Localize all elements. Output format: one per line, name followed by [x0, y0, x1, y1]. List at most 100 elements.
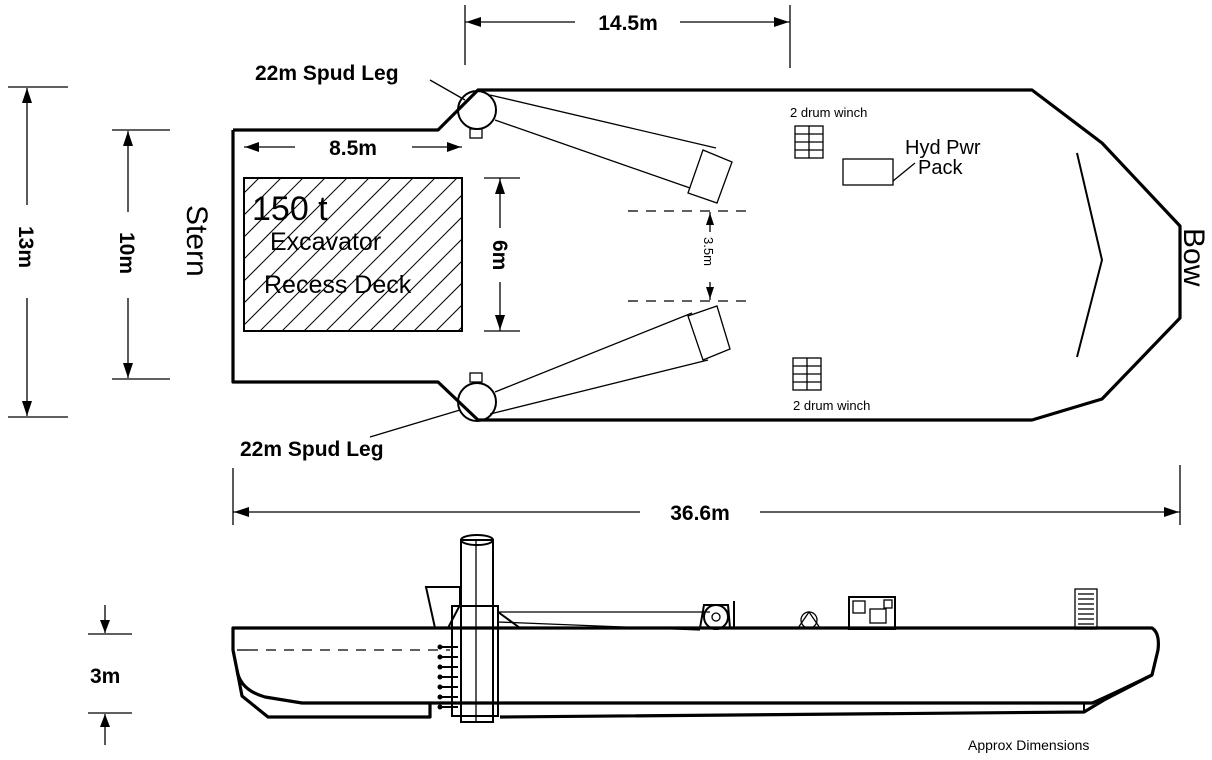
recess-hatch-line [244, 178, 326, 260]
recess-deck-label: Recess Deck [264, 271, 412, 299]
spud-leg-bottom-circle [457, 382, 497, 422]
side-spud-leg-top [460, 534, 494, 546]
recess-hatch-line [457, 326, 462, 331]
side-winch-frame [699, 604, 731, 629]
dim-6-arrow-bottom [495, 315, 505, 330]
recess-hatch-line [244, 178, 348, 282]
bow-label: Bow [1177, 228, 1210, 287]
bow-marking [1076, 152, 1104, 358]
stern-label: Stern [180, 205, 213, 277]
plan-view: 22m Spud Leg 22m Spud Leg 150 t Excavato… [84, 62, 1210, 461]
side-winch-drum [703, 604, 729, 630]
side-winch-hub [711, 612, 721, 622]
spud-rung-end [437, 694, 443, 700]
upper-arm-line-b [494, 119, 691, 189]
recess-hatch-line [435, 304, 462, 331]
spud-leg-top-leader [429, 79, 466, 101]
spud-rung-end [437, 704, 443, 710]
dim-3-arrow-top [100, 620, 110, 633]
dim-6-label: 6m [488, 240, 511, 270]
excavator-label: Excavator [270, 228, 381, 256]
side-bow-stack-lines [1078, 593, 1094, 625]
spud-rung-end [437, 644, 443, 650]
spud-rung-end [437, 654, 443, 660]
dim-3-label: 3m [90, 665, 120, 688]
recess-hatch-line [325, 194, 462, 331]
side-power-pack [848, 596, 896, 630]
dim-8-5-arrow-right [447, 142, 461, 152]
spud-rung-end [437, 684, 443, 690]
dim-14-5-label: 14.5m [598, 12, 658, 35]
dim-36-6-label: 36.6m [670, 502, 730, 525]
dim-36-6-arrow-right [1164, 507, 1179, 517]
dim-3-5-arrow-bottom [706, 287, 714, 299]
recess-hatch-line [244, 178, 370, 304]
dim-10-label: 10m [115, 232, 138, 274]
spud-leg-bottom-label: 22m Spud Leg [240, 438, 384, 461]
recess-hatch-line [259, 178, 414, 331]
side-spud-leg [460, 539, 494, 723]
dim-14-5-arrow-right [774, 17, 789, 27]
side-power-pack-part-a [852, 600, 866, 614]
side-hull-outline [231, 626, 1160, 705]
side-bow-stack [1074, 588, 1098, 630]
dim-13-arrow-bottom [22, 401, 32, 416]
dim-13-label: 13m [14, 226, 37, 268]
winch-bottom-label: 2 drum winch [793, 398, 870, 413]
dim-8-5-label: 8.5m [329, 137, 377, 160]
plan-hull-outline [231, 88, 1182, 422]
side-keel-fwd [499, 673, 1153, 719]
side-power-pack-part-b [869, 608, 887, 624]
side-arm-bottom [497, 621, 701, 631]
recess-hatch-line [369, 238, 462, 331]
winch-top-label: 2 drum winch [790, 105, 867, 120]
recess-hatch-line [347, 216, 462, 331]
recess-deck-area [84, 177, 463, 332]
side-spud-guide [451, 605, 499, 717]
dim-14-5-arrow-left [466, 17, 481, 27]
side-keel-aft [235, 669, 432, 719]
recess-deck-outline [243, 177, 463, 332]
dim-10-arrow-bottom [123, 363, 133, 378]
pack-label: Pack [918, 157, 963, 179]
side-view [231, 534, 1160, 723]
dim-6-arrow-top [495, 179, 505, 194]
spud-rung-end [437, 674, 443, 680]
lower-arm-line-a [494, 312, 693, 393]
spud-leg-top-circle [457, 90, 497, 130]
dim-3-arrow-bottom [100, 714, 110, 727]
upper-arm-line-a [489, 94, 717, 149]
spud-leg-top-bracket [469, 128, 483, 139]
recess-hatch-line [244, 178, 282, 216]
recess-hatch-line [84, 178, 237, 331]
dim-36-6-arrow-left [234, 507, 249, 517]
winch-bottom-icon [792, 357, 822, 391]
hyd-power-pack-box [842, 158, 894, 186]
spud-leg-bottom-bracket [469, 372, 483, 383]
hyd-power-pack-leader [892, 162, 916, 182]
recess-hatch-line [413, 282, 462, 331]
excavator-guide [424, 586, 461, 629]
approx-dimensions-note: Approx Dimensions [968, 737, 1089, 753]
dimensions: 14.5m 8.5m 6m 3.5m 13m [8, 5, 1181, 745]
dim-8-5-arrow-left [245, 142, 259, 152]
spud-leg-top-label: 22m Spud Leg [255, 62, 399, 85]
dim-13-arrow-top [22, 88, 32, 103]
spud-leg-bottom-leader [369, 409, 461, 438]
side-arm-brace [497, 611, 521, 629]
hyd-pwr-label: Hyd Pwr [905, 137, 981, 159]
side-bollard-base [797, 610, 821, 629]
recess-hatch-line [281, 178, 436, 331]
recess-hatch-line [303, 178, 458, 331]
excavator-weight-label: 150 t [252, 190, 328, 228]
spud-rungs [437, 644, 458, 710]
dim-10-arrow-top [123, 131, 133, 146]
upper-arm-end [687, 149, 733, 204]
winch-top-icon [794, 125, 824, 159]
dim-3-5-arrow-top [706, 213, 714, 225]
recess-hatch-line [244, 178, 304, 238]
recess-hatch-line [244, 178, 392, 326]
side-power-pack-part-c [883, 599, 893, 609]
dim-3-5-label: 3.5m [701, 237, 716, 266]
